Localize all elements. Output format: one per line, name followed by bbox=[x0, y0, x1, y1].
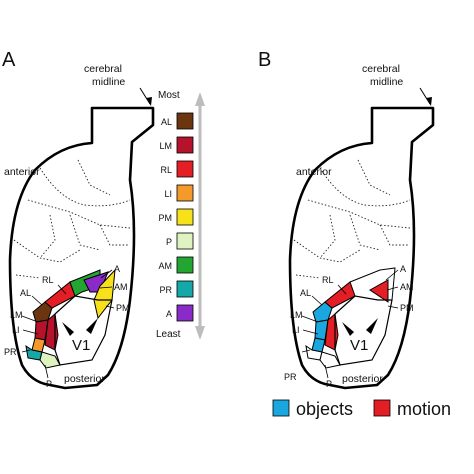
leader-lines-a bbox=[21, 269, 115, 379]
scale-item-swatch-1 bbox=[176, 136, 194, 154]
area-label-pr-b: PR bbox=[284, 372, 297, 382]
scale-item-swatch-0 bbox=[176, 112, 194, 130]
midline-arrowhead-a bbox=[146, 97, 152, 106]
dotted-boundaries-b bbox=[293, 159, 411, 279]
area-motion-am-b bbox=[369, 279, 389, 303]
panel-b-letter: B bbox=[258, 49, 271, 71]
posterior-label-b: posterior bbox=[342, 373, 383, 385]
scale-item-label-4: PM bbox=[159, 213, 173, 223]
area-label-li-b: LI bbox=[292, 325, 300, 335]
v1-arrow-right-b bbox=[366, 318, 378, 334]
scale-item-swatch-3 bbox=[176, 184, 194, 202]
area-label-lm-b: LM bbox=[290, 310, 303, 320]
anterior-label-a: anterior bbox=[4, 166, 40, 178]
legend-objects-swatch bbox=[272, 399, 290, 417]
area-motion-rl-b bbox=[324, 281, 356, 309]
area-pm-a bbox=[93, 268, 116, 320]
area-label-rl-a: RL bbox=[42, 275, 54, 285]
preference-scale: Most Least AL LM RL LI PM P AM PR A bbox=[156, 90, 205, 340]
scale-bottom-label: Least bbox=[156, 329, 181, 340]
posterior-label-a: posterior bbox=[64, 373, 105, 385]
area-label-li-a: LI bbox=[12, 325, 20, 335]
area-label-a-b: A bbox=[400, 264, 406, 274]
scale-item-swatch-6 bbox=[176, 256, 194, 274]
area-al-a bbox=[32, 301, 53, 323]
anterior-label-b: anterior bbox=[296, 166, 332, 178]
legend: objects motion bbox=[272, 399, 451, 419]
v1-label-b: V1 bbox=[350, 337, 368, 354]
scale-item-swatch-2 bbox=[176, 160, 194, 178]
scale-top-label: Most bbox=[158, 90, 180, 101]
area-label-p-a: P bbox=[46, 379, 52, 389]
scale-item-swatch-5 bbox=[176, 232, 194, 250]
scale-item-swatch-7 bbox=[176, 280, 194, 298]
midline-label-line1-a: cerebral bbox=[84, 63, 122, 75]
area-label-rl-b: RL bbox=[322, 275, 334, 285]
area-objects-al-b bbox=[312, 301, 333, 323]
area-label-lm-a: LM bbox=[10, 310, 23, 320]
area-label-am-b: AM bbox=[400, 282, 414, 292]
scale-arrow-up bbox=[195, 92, 205, 106]
area-label-p-b: P bbox=[326, 379, 332, 389]
legend-motion-label: motion bbox=[397, 399, 451, 419]
cortex-outline-a bbox=[8, 106, 155, 390]
area-label-al-b: AL bbox=[300, 288, 311, 298]
panel-b: B bbox=[258, 49, 435, 390]
area-label-am-a: AM bbox=[114, 282, 128, 292]
scale-item-label-8: A bbox=[166, 309, 172, 319]
midline-label-line1-b: cerebral bbox=[362, 63, 400, 75]
midline-label-line2-a: midline bbox=[92, 76, 125, 88]
scale-item-label-2: RL bbox=[160, 165, 172, 175]
area-label-a-a: A bbox=[114, 264, 120, 274]
v1-arrow-right-a bbox=[86, 318, 98, 334]
scale-item-label-5: P bbox=[166, 237, 172, 247]
area-label-pm-a: PM bbox=[116, 303, 130, 313]
midline-arrowhead-b bbox=[426, 97, 432, 106]
area-label-pr-a: PR bbox=[4, 347, 17, 357]
v1-boundary-b bbox=[349, 267, 396, 301]
area-label-pm-b: PM bbox=[400, 303, 414, 313]
panel-a: A bbox=[2, 49, 155, 390]
v1-outline-b bbox=[334, 295, 393, 366]
scale-arrow-down bbox=[195, 326, 205, 340]
scale-item-label-1: LM bbox=[159, 141, 172, 151]
scale-item-swatch-8 bbox=[176, 304, 194, 322]
area-rl-a bbox=[44, 281, 76, 309]
scale-item-label-3: LI bbox=[164, 189, 172, 199]
v1-label-a: V1 bbox=[72, 337, 90, 354]
scale-item-swatch-4 bbox=[176, 208, 194, 226]
cortex-outline-b bbox=[288, 106, 435, 390]
v1-arrow-left-a bbox=[62, 322, 74, 336]
area-label-al-a: AL bbox=[20, 288, 31, 298]
scale-items: AL LM RL LI PM P AM PR A bbox=[159, 112, 194, 322]
scale-item-label-0: AL bbox=[161, 117, 172, 127]
scale-item-label-7: PR bbox=[159, 285, 172, 295]
v1-outline-a bbox=[54, 295, 113, 366]
dotted-boundaries-a bbox=[13, 159, 131, 279]
v1-arrow-left-b bbox=[342, 322, 354, 336]
scale-item-label-6: AM bbox=[159, 261, 173, 271]
midline-label-line2-b: midline bbox=[370, 76, 403, 88]
legend-objects-label: objects bbox=[296, 399, 353, 419]
panel-a-letter: A bbox=[2, 49, 16, 71]
leader-lines-b bbox=[301, 269, 399, 379]
legend-motion-swatch bbox=[373, 399, 391, 417]
